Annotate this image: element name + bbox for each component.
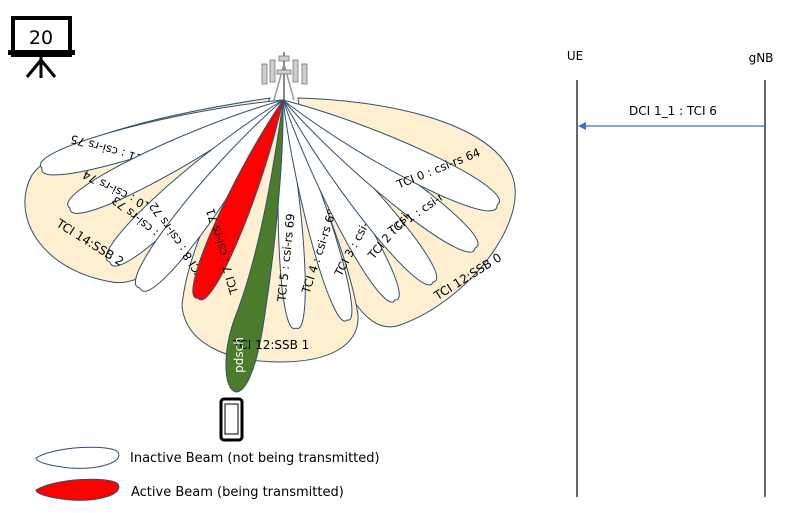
ssb-label-1: TCI 12:SSB 1 [232, 338, 310, 352]
legend-active-label: Active Beam (being transmitted) [131, 485, 344, 500]
legend-inactive-label: Inactive Beam (not being transmitted) [130, 451, 380, 466]
dci-message-label: DCI 1_1 : TCI 6 [629, 104, 717, 118]
gnb-label: gNB [749, 51, 774, 65]
smartphone-icon [219, 397, 244, 442]
csi-beam [67, 99, 284, 214]
legend-inactive-swatch [35, 446, 120, 469]
csi-beam [282, 99, 500, 212]
dci-arrowhead [578, 122, 586, 130]
cell-tower-icon [261, 52, 308, 101]
slide-number: 20 [29, 27, 53, 49]
pdsch-beam [225, 101, 284, 393]
sequence-diagram: UE gNB DCI 1_1 : TCI 6 [567, 49, 774, 497]
pdsch-label: pdsch [232, 337, 246, 373]
ue-label: UE [567, 49, 583, 63]
legend: Inactive Beam (not being transmitted) Ac… [35, 446, 380, 501]
legend-active-swatch [35, 478, 120, 501]
presentation-board-icon: 20 [8, 16, 75, 78]
csi-beam-active [192, 99, 284, 301]
